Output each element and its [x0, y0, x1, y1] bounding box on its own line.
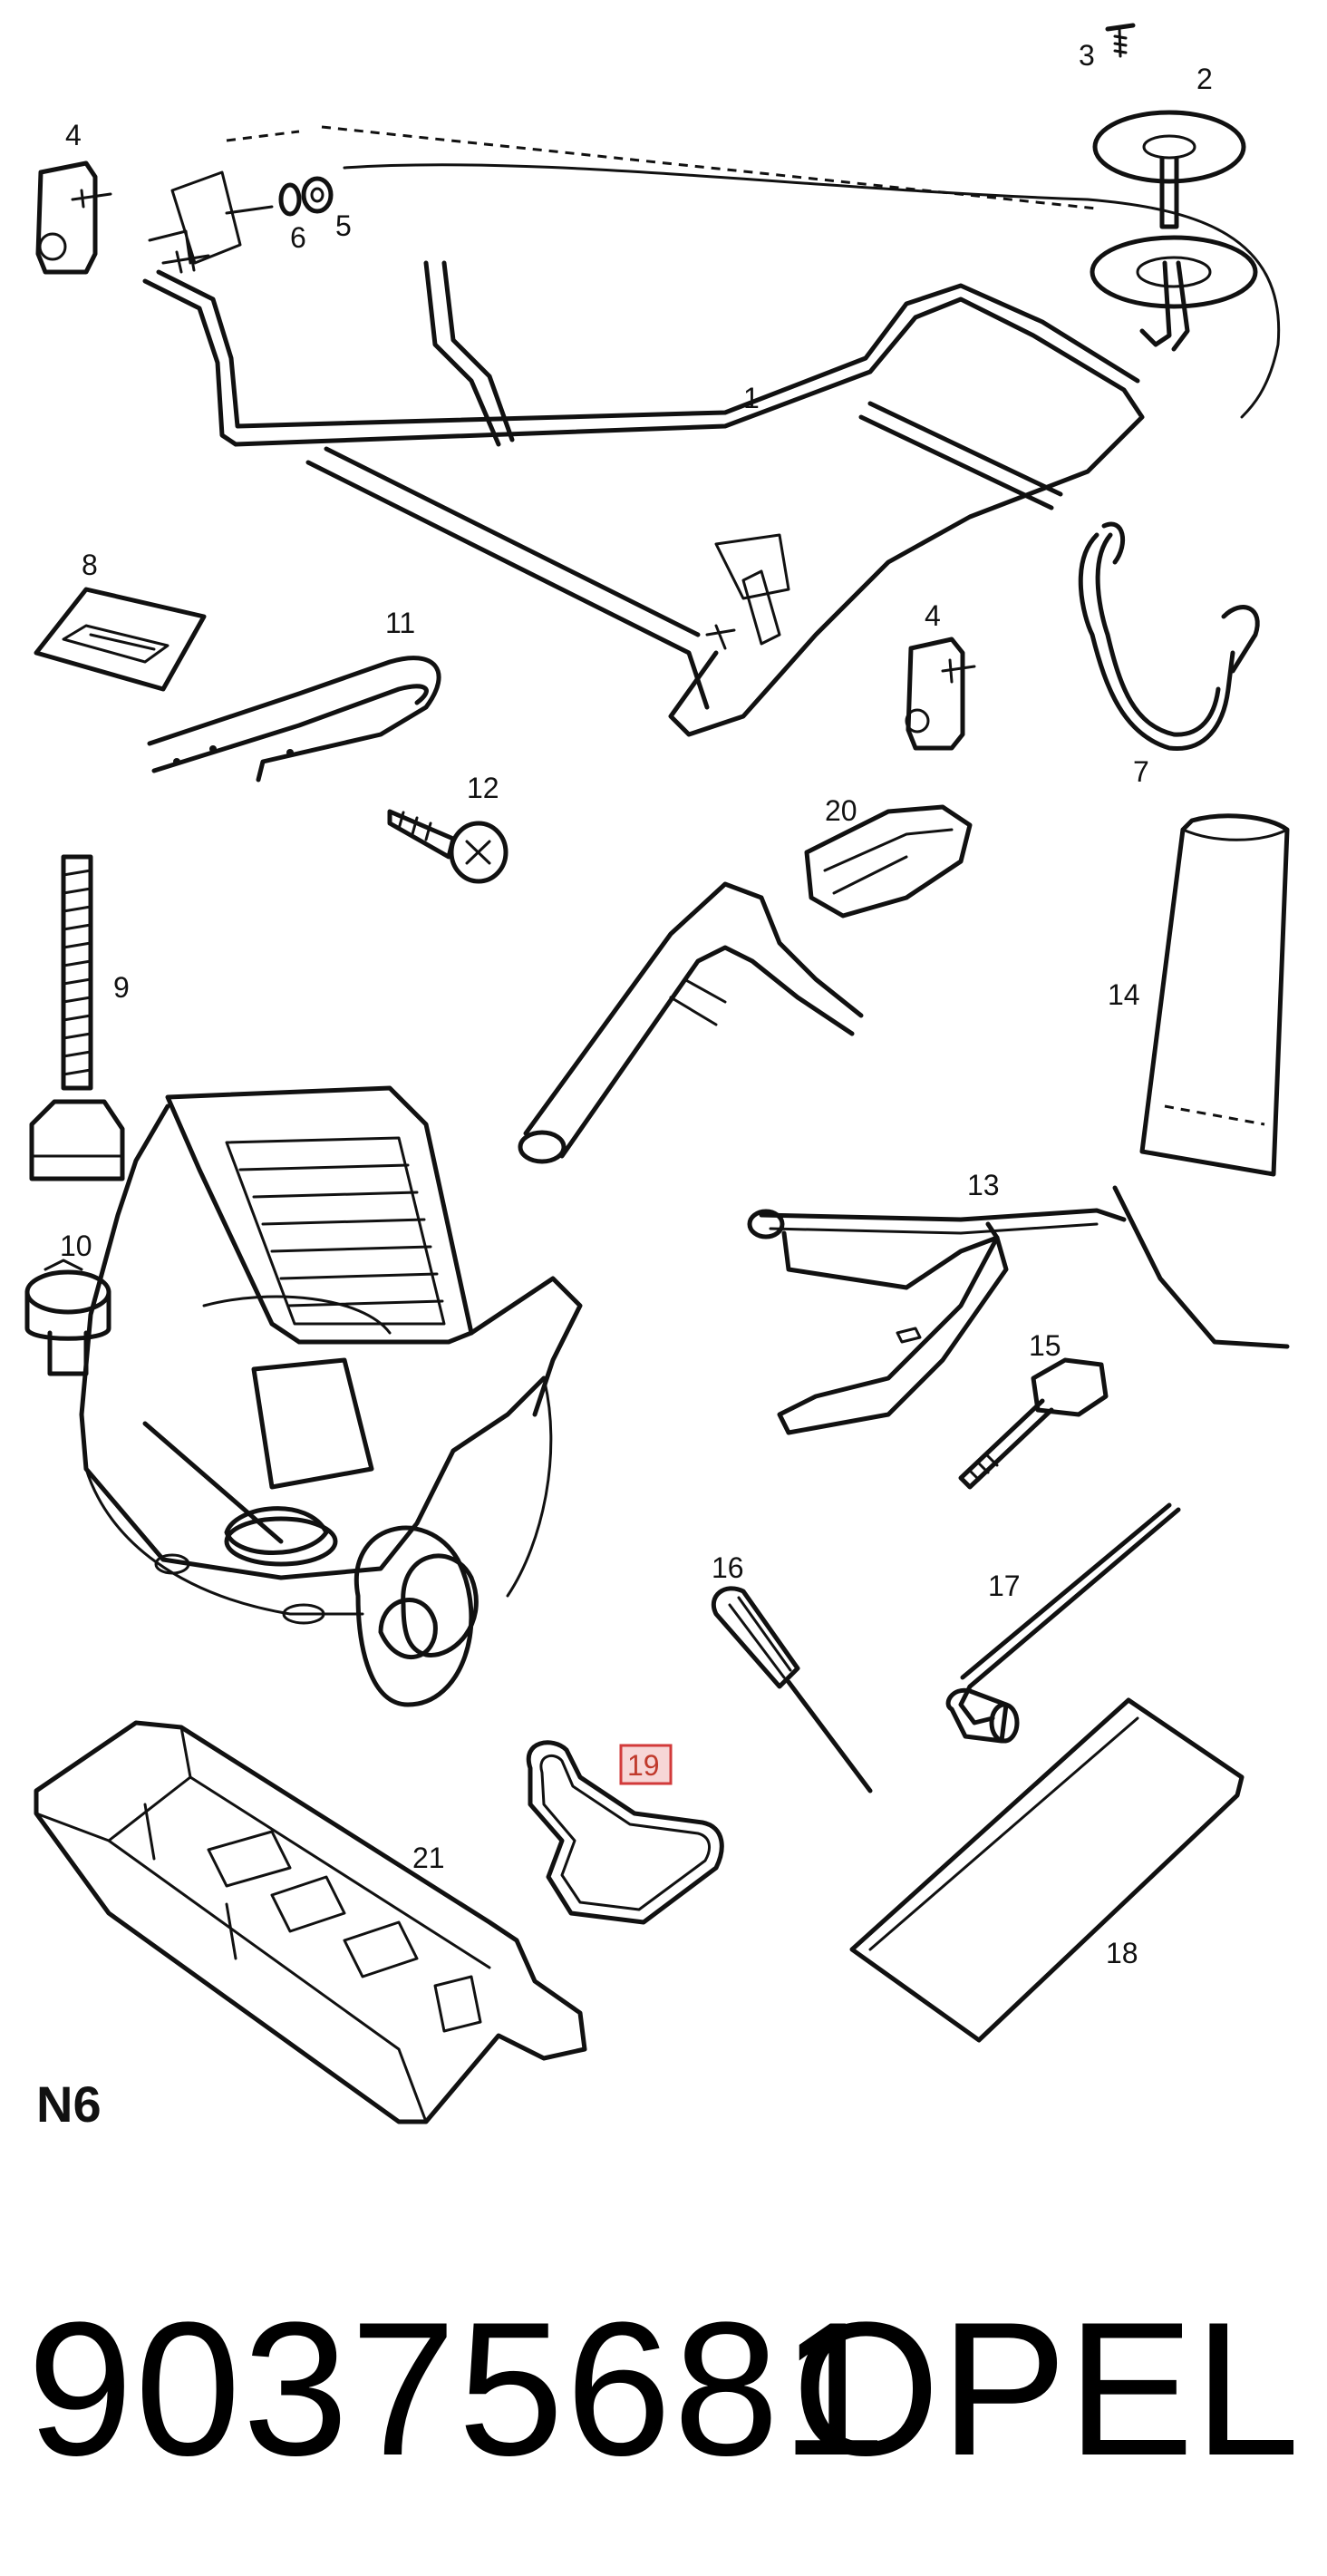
callout-1: 1: [743, 382, 760, 414]
part-20-clip: [804, 804, 973, 919]
part-17-wheel-brace: [945, 1502, 1181, 1744]
part-8-plate: [34, 587, 207, 692]
part-15-t-bolt: [958, 1357, 1109, 1490]
callout-4-mid: 4: [925, 599, 941, 632]
callout-19-highlighted[interactable]: 19: [619, 1744, 673, 1785]
callout-2: 2: [1196, 63, 1213, 95]
part-7-strap: [1078, 521, 1260, 752]
callout-12: 12: [467, 772, 499, 804]
part-19-gasket: [526, 1740, 724, 1925]
callout-10: 10: [60, 1230, 92, 1262]
part-4-bracket-top: [35, 160, 112, 275]
part-2-center-mount: [1090, 110, 1258, 352]
part-14-bag: [1139, 813, 1290, 1177]
callout-15: 15: [1029, 1329, 1061, 1362]
callout-11: 11: [385, 607, 415, 639]
callout-17: 17: [988, 1570, 1021, 1602]
callout-20: 20: [825, 794, 857, 827]
exploded-parts-diagram: 1 2 3 4 5 6 4 7 8 9 10 11 12 13 14 15 16…: [24, 23, 1290, 2124]
section-code: N6: [36, 2075, 102, 2133]
part-18-envelope: [849, 1697, 1245, 2043]
part-5-nut: [301, 176, 334, 214]
callout-16: 16: [712, 1551, 744, 1584]
part-16-screwdriver: [711, 1586, 873, 1793]
part-9-threaded-spindle: [29, 854, 125, 1181]
callout-7: 7: [1133, 755, 1149, 788]
callout-21: 21: [412, 1842, 445, 1874]
wheel-brace-tube: [518, 881, 864, 1164]
part-12-screw: [387, 809, 509, 884]
part-13-scissor-jack: [747, 1185, 1290, 1435]
callout-14: 14: [1108, 978, 1140, 1011]
part-3-screw: [1105, 23, 1136, 58]
callout-13: 13: [967, 1169, 1000, 1201]
part-4-bracket-mid: [905, 637, 976, 751]
small-bracket-top: [148, 170, 274, 274]
part-10-hand-wheel: [24, 1259, 111, 1376]
part-11-strip: [147, 656, 441, 783]
callout-6: 6: [290, 221, 306, 254]
callout-8: 8: [82, 549, 98, 581]
brand-name: OPEL: [791, 2282, 1300, 2495]
callout-9: 9: [113, 971, 130, 1004]
car-rear-view: [79, 1085, 583, 1707]
part-1-wheel-carrier-frame: [142, 260, 1145, 737]
callout-19-highlight-box: [619, 1744, 673, 1785]
callout-5: 5: [335, 209, 352, 242]
part-6-washer: [278, 182, 302, 217]
callout-18: 18: [1106, 1937, 1138, 1969]
part-number: 90375681: [27, 2282, 889, 2495]
callout-19: 19: [627, 1749, 660, 1782]
callout-3: 3: [1079, 39, 1095, 72]
callout-4-top: 4: [65, 119, 82, 151]
part-21-storage-tray: [34, 1720, 587, 2124]
